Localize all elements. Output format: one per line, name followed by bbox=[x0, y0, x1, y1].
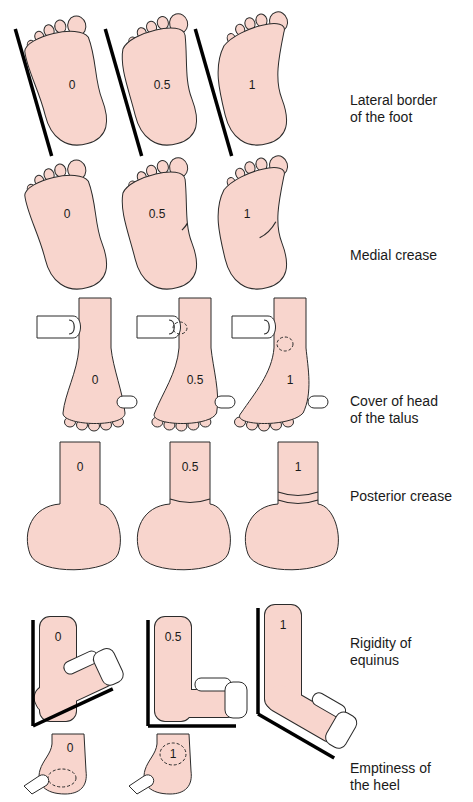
reference-line bbox=[33, 689, 113, 726]
foot-dorsal bbox=[137, 298, 235, 431]
heel-posterior bbox=[137, 442, 230, 570]
score-value: 1 bbox=[280, 619, 287, 631]
heel-palpation bbox=[129, 734, 191, 794]
row-title: Medial crease bbox=[350, 247, 468, 264]
score-value: 1 bbox=[295, 461, 302, 473]
score-value: 0 bbox=[69, 79, 76, 91]
examiner-hand bbox=[195, 678, 247, 718]
examiner-finger bbox=[215, 396, 235, 408]
examiner-finger bbox=[117, 396, 137, 408]
posterior-crease bbox=[278, 500, 318, 504]
medial-crease bbox=[257, 222, 279, 238]
reference-line bbox=[146, 620, 150, 726]
calcaneus bbox=[48, 769, 76, 787]
score-value: 0 bbox=[92, 374, 99, 386]
heel-palpation bbox=[24, 734, 86, 794]
palm bbox=[225, 682, 247, 718]
examiner-thumb bbox=[37, 316, 81, 338]
foot-sole bbox=[111, 154, 219, 297]
score-value: 0 bbox=[77, 461, 84, 473]
sole bbox=[21, 168, 116, 297]
palm bbox=[91, 646, 126, 688]
examiner-thumb bbox=[232, 316, 276, 338]
row-title: Rigidity of equinus bbox=[350, 635, 450, 669]
heel-posterior bbox=[27, 442, 120, 570]
reference-line bbox=[105, 29, 141, 156]
score-value: 0.5 bbox=[187, 374, 204, 386]
reference-line bbox=[256, 608, 260, 714]
reference-line bbox=[15, 29, 51, 156]
foot-sole bbox=[18, 157, 117, 297]
thumb-nail bbox=[69, 320, 74, 334]
posterior-crease bbox=[278, 492, 318, 496]
score-value: 0.5 bbox=[182, 461, 199, 473]
reference-line bbox=[195, 29, 231, 156]
thumb-nail bbox=[264, 320, 269, 334]
reference-line bbox=[31, 620, 35, 726]
score-value: 0 bbox=[67, 742, 74, 754]
medial-crease bbox=[181, 223, 189, 230]
row-title: Cover of head of the talus bbox=[350, 393, 450, 427]
row-title: Emptiness of the heel bbox=[350, 760, 450, 794]
palm bbox=[323, 709, 360, 751]
foot-sole bbox=[105, 7, 219, 156]
score-value: 0.5 bbox=[149, 208, 166, 220]
calcaneus bbox=[160, 743, 186, 765]
score-value: 0 bbox=[55, 631, 62, 643]
score-value: 1 bbox=[249, 79, 256, 91]
examiner-hand bbox=[62, 642, 126, 700]
examiner-thumb bbox=[137, 316, 181, 338]
score-value: 0 bbox=[64, 208, 71, 220]
sole bbox=[204, 163, 313, 296]
foot-dorsal bbox=[232, 298, 328, 431]
row-title: Posterior crease bbox=[350, 488, 468, 505]
sole bbox=[204, 19, 313, 152]
examiner-finger bbox=[308, 396, 328, 408]
ankle-lateral bbox=[258, 605, 362, 758]
sole bbox=[21, 24, 116, 153]
sole bbox=[114, 166, 213, 296]
leg-and-heel bbox=[27, 442, 120, 570]
leg-and-heel bbox=[245, 442, 338, 570]
score-value: 0.5 bbox=[165, 631, 182, 643]
row-title: Lateral border of the foot bbox=[350, 92, 450, 126]
posterior-crease bbox=[170, 499, 210, 503]
foot-sole bbox=[201, 151, 319, 296]
foot-sole bbox=[195, 4, 319, 156]
score-value: 1 bbox=[287, 374, 294, 386]
examiner-thumb bbox=[24, 775, 49, 794]
heel-posterior bbox=[245, 442, 338, 570]
score-value: 0.5 bbox=[154, 79, 171, 91]
score-value: 1 bbox=[244, 208, 251, 220]
reference-line bbox=[258, 714, 334, 758]
examiner-thumb bbox=[129, 775, 154, 794]
ankle-lateral bbox=[31, 617, 126, 726]
foot-dorsal bbox=[37, 298, 137, 431]
score-value: 1 bbox=[170, 748, 177, 760]
foot-sole bbox=[15, 10, 118, 156]
reference-line bbox=[148, 724, 236, 728]
talus-head bbox=[173, 322, 187, 334]
ankle-lateral bbox=[148, 617, 247, 726]
talus-head bbox=[277, 337, 293, 351]
leg-and-heel bbox=[137, 442, 230, 570]
